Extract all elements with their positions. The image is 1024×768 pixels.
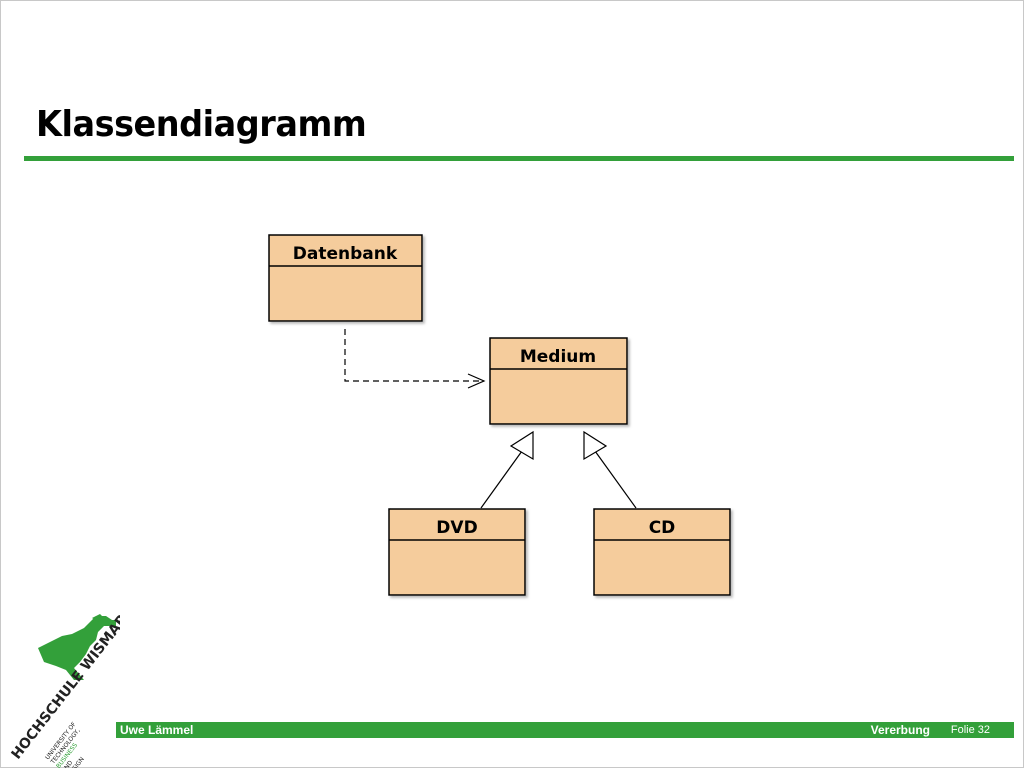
logo-sub-4: AND [61,759,75,768]
class-datenbank[interactable]: Datenbank [268,234,423,322]
university-logo: HOCHSCHULE WISMAR UNIVERSITY OF TECHNOLO… [9,612,120,768]
footer-slide-number: Folie 32 [950,724,990,736]
slide-title: Klassendiagramm [36,104,367,145]
class-name-medium: Medium [520,347,596,367]
footer-topic: Vererbung [870,723,930,737]
scout-figure-icon [38,614,116,680]
class-name-datenbank: Datenbank [293,244,398,264]
class-medium[interactable]: Medium [489,337,628,425]
class-dvd[interactable]: DVD [388,508,526,596]
footer-author: Uwe Lämmel [120,723,194,737]
title-underline [24,156,1014,161]
dependency-arrow [344,329,486,389]
class-name-dvd: DVD [436,518,477,538]
footer-bar [116,722,1014,738]
generalization-arrow-dvd [480,430,534,509]
class-name-cd: CD [649,518,676,538]
class-cd[interactable]: CD [593,508,731,596]
generalization-arrow-cd [583,430,637,509]
